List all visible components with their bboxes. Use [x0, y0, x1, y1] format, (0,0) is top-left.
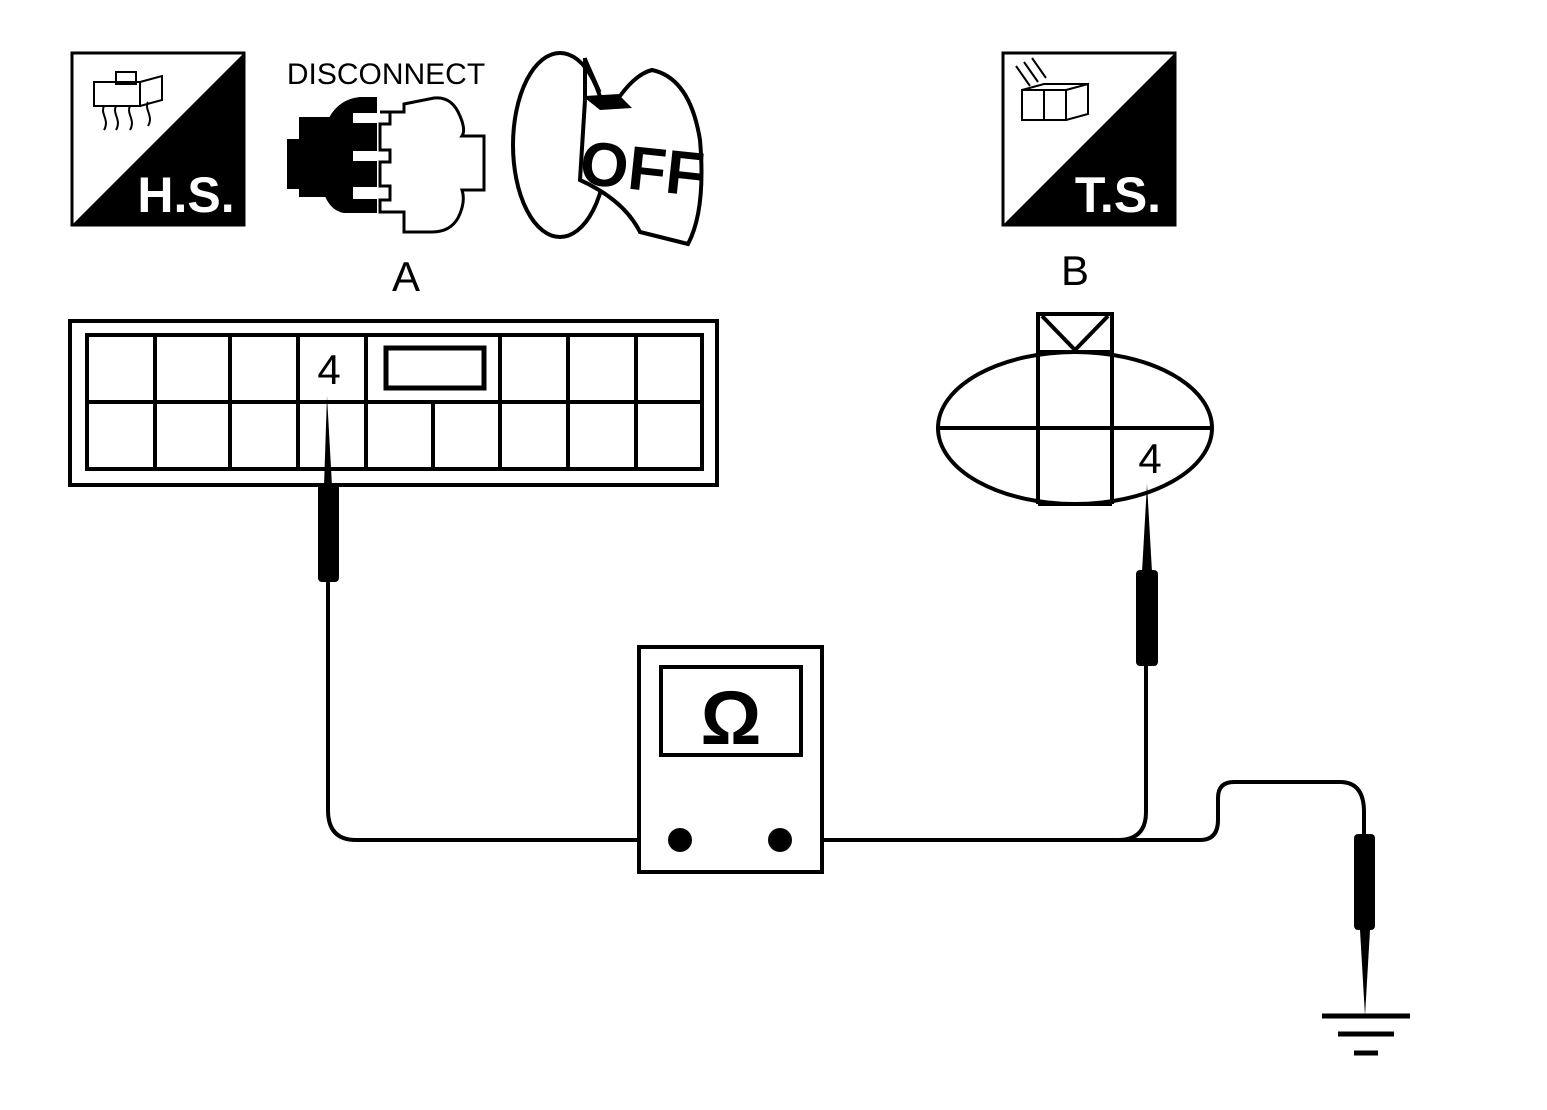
connector-a-label: A	[392, 253, 420, 300]
disconnect-label: DISCONNECT	[287, 58, 485, 91]
terminal-side-icon: T.S.	[1001, 51, 1177, 227]
connector-a: A 4	[68, 253, 719, 487]
meter-terminal-left	[668, 828, 692, 852]
probe-b	[780, 484, 1158, 842]
terminal-connector-icon	[1015, 57, 1089, 121]
probe-a	[318, 396, 680, 842]
terminal-side-label: T.S.	[1075, 167, 1161, 223]
ground-symbol-icon	[1322, 1013, 1410, 1056]
disconnect-icon: DISCONNECT	[287, 58, 486, 234]
connector-b-terminal: 4	[1138, 435, 1161, 482]
meter-terminal-right	[768, 828, 792, 852]
connector-b-label: B	[1061, 247, 1089, 294]
connector-b: B 4	[936, 247, 1214, 506]
harness-connector-icon	[93, 71, 163, 131]
harness-side-icon: H.S.	[70, 51, 246, 227]
ignition-off-icon: OFF	[511, 51, 708, 247]
ohmmeter: Ω	[637, 645, 824, 874]
connector-a-terminal: 4	[317, 346, 340, 393]
ignition-off-label: OFF	[577, 129, 708, 211]
harness-side-label: H.S.	[137, 167, 234, 223]
ground-probe	[1110, 780, 1375, 1016]
ohm-symbol: Ω	[701, 676, 762, 761]
